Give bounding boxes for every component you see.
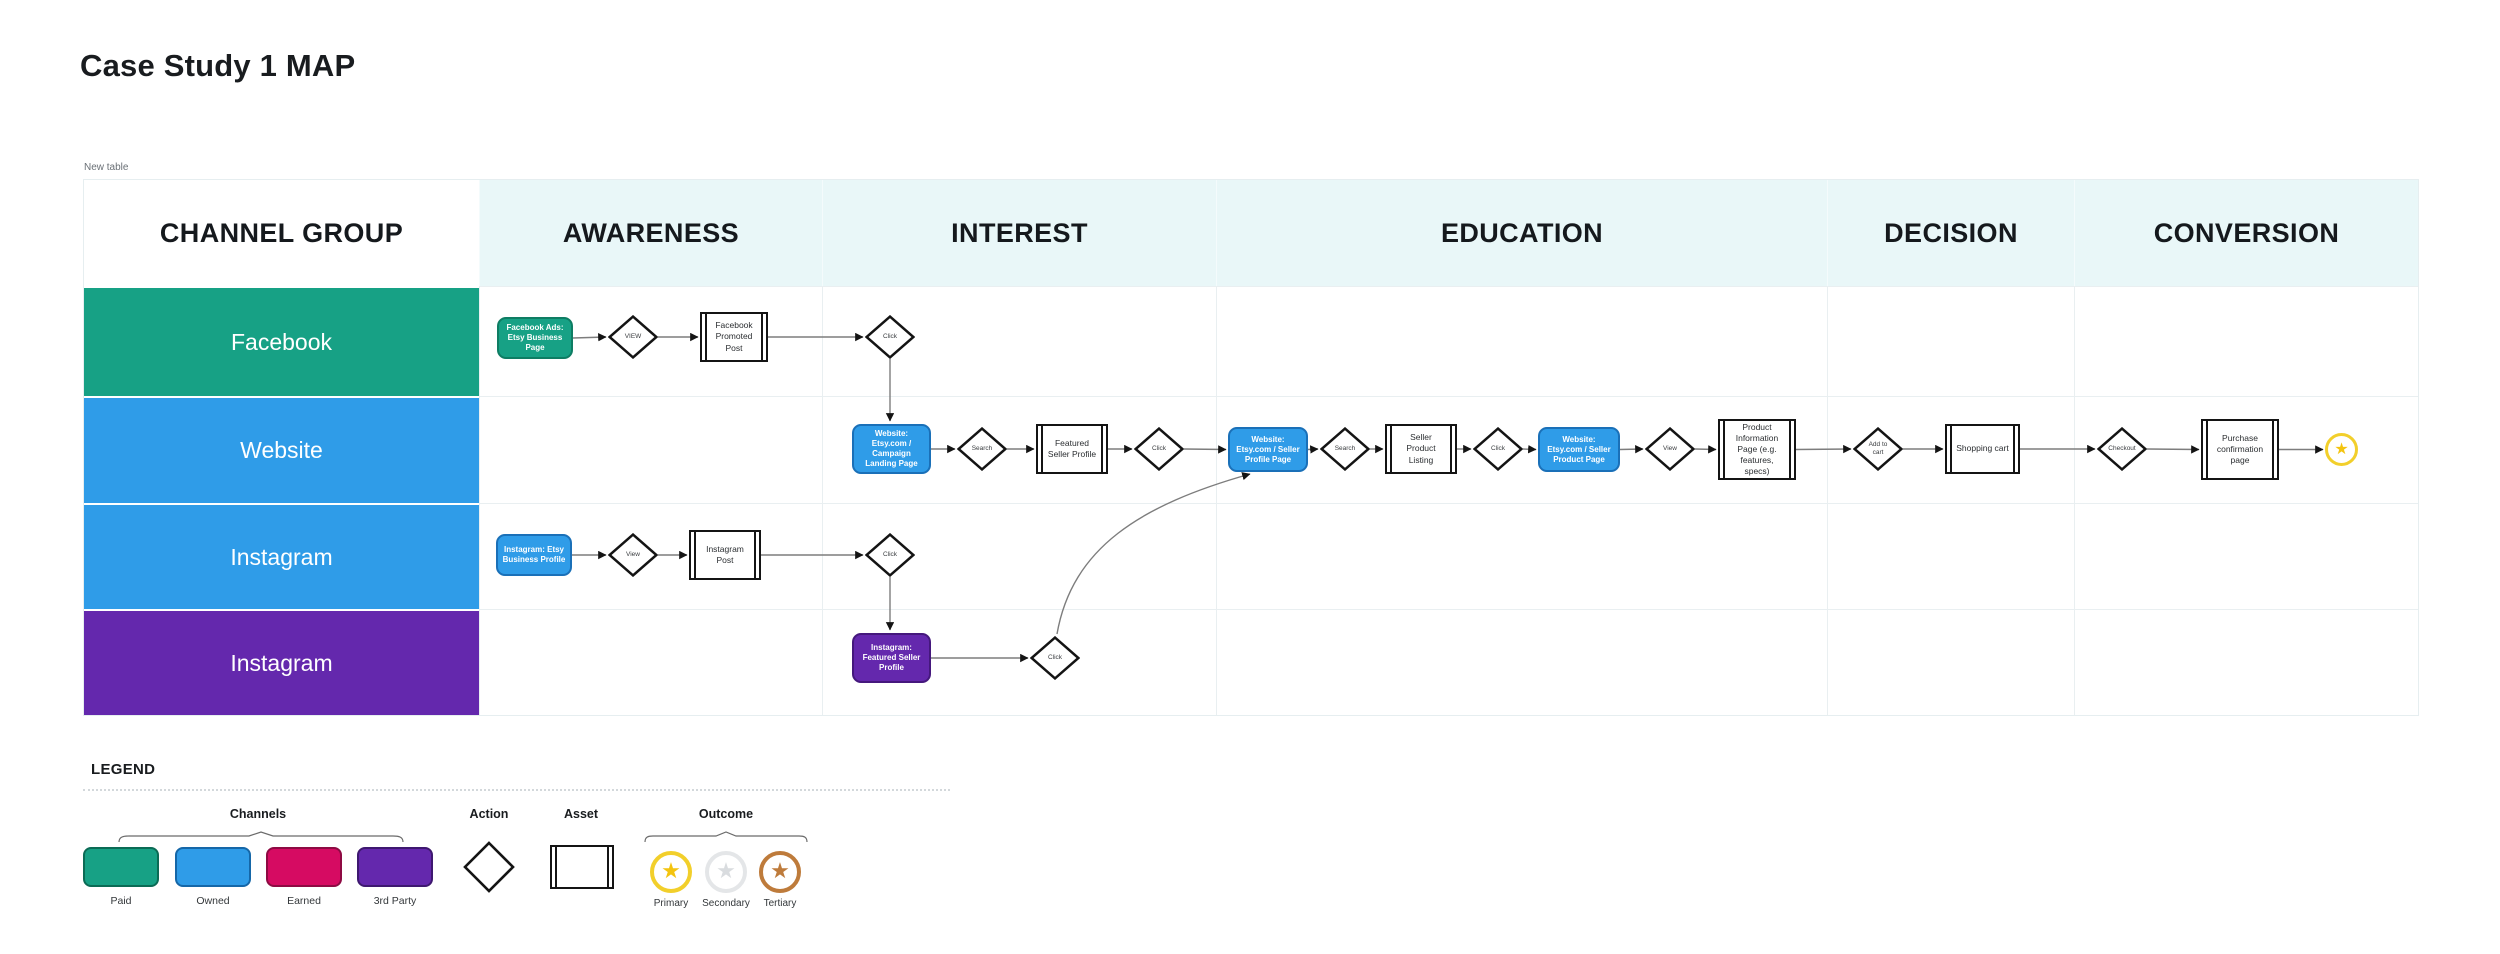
legend-swatch-earned[interactable] xyxy=(266,847,342,887)
star-icon: ★ xyxy=(770,858,790,883)
page-title[interactable]: Case Study 1 MAP xyxy=(80,48,356,83)
legend-swatch-paid[interactable] xyxy=(83,847,159,887)
legend-outcome-label: Outcome xyxy=(698,807,754,821)
flow-node-web-click-2[interactable]: Click xyxy=(1473,427,1523,471)
table-cell xyxy=(2074,503,2418,609)
flow-node-web-purchase-confirm[interactable]: Purchase confirmation page xyxy=(2201,419,2279,480)
legend-label-secondary: Secondary xyxy=(702,898,750,909)
asset-box-icon[interactable] xyxy=(550,845,614,889)
table-cell xyxy=(1216,503,1827,609)
journey-map-table: CHANNEL GROUP AWARENESS INTEREST EDUCATI… xyxy=(83,179,2419,716)
flow-node-web-featured-seller[interactable]: Featured Seller Profile xyxy=(1036,424,1108,474)
action-node-label: Search xyxy=(1334,445,1356,453)
table-cell xyxy=(1216,609,1827,715)
outcome-primary-icon[interactable]: ★ xyxy=(650,851,692,893)
action-node-label: View xyxy=(1663,445,1677,453)
action-node-label: View xyxy=(626,551,640,559)
legend-asset-label: Asset xyxy=(563,807,599,821)
legend-swatch-3rd-party[interactable] xyxy=(357,847,433,887)
legend-label-3rd-party: 3rd Party xyxy=(373,895,417,907)
action-node-label: Click xyxy=(1047,654,1063,662)
column-header-decision[interactable]: DECISION xyxy=(1827,180,2074,286)
legend-title: LEGEND xyxy=(91,761,156,778)
flow-node-web-search-2[interactable]: Search xyxy=(1320,427,1370,471)
row-label-instagram-3[interactable]: Instagram xyxy=(84,609,479,715)
table-cell xyxy=(2074,609,2418,715)
row-label-website-1[interactable]: Website xyxy=(84,396,479,503)
flow-node-ig2-featured-seller[interactable]: Instagram: Featured Seller Profile xyxy=(852,633,931,683)
flow-node-web-outcome-primary[interactable]: ★ xyxy=(2325,433,2358,466)
flow-node-ig-view[interactable]: View xyxy=(608,533,658,577)
action-node-label: Add to cart xyxy=(1868,441,1888,456)
outcome-tertiary-icon[interactable]: ★ xyxy=(759,851,801,893)
action-diamond-icon[interactable] xyxy=(463,841,515,893)
table-cell xyxy=(1216,286,1827,396)
flow-node-web-product-listing[interactable]: Seller Product Listing xyxy=(1385,424,1457,474)
flow-node-web-view[interactable]: View xyxy=(1645,427,1695,471)
flow-node-web-seller-product-page[interactable]: Website: Etsy.com / Seller Product Page xyxy=(1538,427,1620,472)
flow-node-web-product-info[interactable]: Product Information Page (e.g. features,… xyxy=(1718,419,1796,480)
flow-node-web-search-1[interactable]: Search xyxy=(957,427,1007,471)
flow-node-ig2-click[interactable]: Click xyxy=(1030,636,1080,680)
table-cell xyxy=(479,609,822,715)
action-node-label: VIEW xyxy=(624,333,642,341)
star-icon: ★ xyxy=(716,858,736,883)
legend: LEGEND Channels Paid Owned Earned 3rd Pa… xyxy=(83,755,983,930)
table-cell xyxy=(1827,503,2074,609)
flow-node-web-shopping-cart[interactable]: Shopping cart xyxy=(1945,424,2020,474)
flow-node-web-campaign-landing[interactable]: Website: Etsy.com / Campaign Landing Pag… xyxy=(852,424,931,474)
column-header-education[interactable]: EDUCATION xyxy=(1216,180,1827,286)
flow-node-web-add-to-cart[interactable]: Add to cart xyxy=(1853,427,1903,471)
flow-node-web-checkout[interactable]: Checkout xyxy=(2097,427,2147,471)
row-label-facebook-0[interactable]: Facebook xyxy=(84,286,479,396)
table-cell xyxy=(1827,286,2074,396)
table-cell xyxy=(1827,609,2074,715)
column-header-interest[interactable]: INTEREST xyxy=(822,180,1216,286)
flow-node-fb-promoted-post[interactable]: Facebook Promoted Post xyxy=(700,312,768,362)
legend-label-paid: Paid xyxy=(110,895,132,907)
outcome-secondary-icon[interactable]: ★ xyxy=(705,851,747,893)
flow-node-ig-post[interactable]: Instagram Post xyxy=(689,530,761,580)
flow-node-ig-click[interactable]: Click xyxy=(865,533,915,577)
table-cell xyxy=(2074,286,2418,396)
flow-node-web-seller-profile-page[interactable]: Website: Etsy.com / Seller Profile Page xyxy=(1228,427,1308,472)
flow-node-fb-view[interactable]: VIEW xyxy=(608,315,658,359)
column-header-channel-group[interactable]: CHANNEL GROUP xyxy=(159,217,404,248)
action-node-label: Click xyxy=(1490,445,1506,453)
legend-channels-label: Channels xyxy=(229,807,287,821)
channels-bracket xyxy=(118,831,404,843)
star-icon: ★ xyxy=(661,858,681,883)
legend-label-tertiary: Tertiary xyxy=(763,898,797,909)
action-node-label: Search xyxy=(971,445,993,453)
legend-divider xyxy=(83,789,950,791)
flow-node-web-click-1[interactable]: Click xyxy=(1134,427,1184,471)
column-header-conversion[interactable]: CONVERSION xyxy=(2074,180,2418,286)
outcome-bracket xyxy=(644,831,808,843)
row-label-instagram-2[interactable]: Instagram xyxy=(84,503,479,609)
legend-action-label: Action xyxy=(469,807,509,821)
action-node-label: Click xyxy=(882,333,898,341)
flow-node-ig-business-profile[interactable]: Instagram: Etsy Business Profile xyxy=(496,534,572,576)
flow-node-fb-ads[interactable]: Facebook Ads: Etsy Business Page xyxy=(497,317,573,359)
table-cell xyxy=(479,396,822,503)
action-node-label: Click xyxy=(1151,445,1167,453)
flow-node-fb-click[interactable]: Click xyxy=(865,315,915,359)
column-header-awareness[interactable]: AWARENESS xyxy=(479,180,822,286)
legend-label-owned: Owned xyxy=(196,895,230,907)
table-name-tag[interactable]: New table xyxy=(84,162,129,173)
action-node-label: Click xyxy=(882,551,898,559)
legend-label-primary: Primary xyxy=(653,898,689,909)
action-node-label: Checkout xyxy=(2108,445,2136,453)
legend-swatch-owned[interactable] xyxy=(175,847,251,887)
star-icon: ★ xyxy=(2334,440,2349,458)
legend-label-earned: Earned xyxy=(287,895,321,907)
